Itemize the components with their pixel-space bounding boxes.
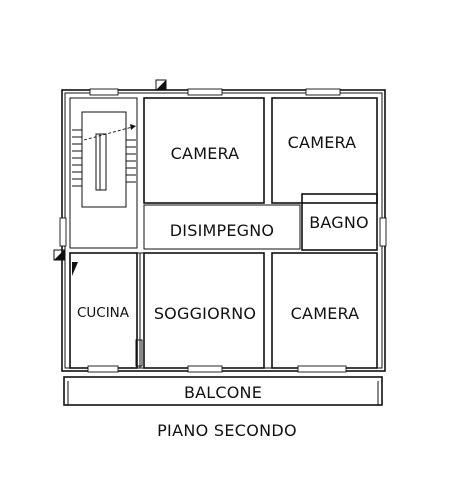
label-balcone: BALCONE <box>184 383 262 402</box>
label-camera-top-right: CAMERA <box>288 133 357 152</box>
balcony <box>63 376 383 406</box>
label-bagno: BAGNO <box>309 213 369 232</box>
label-disimpegno: DISIMPEGNO <box>170 221 274 240</box>
label-cucina: CUCINA <box>77 305 130 321</box>
section-marker-top <box>155 79 167 91</box>
room-disimpegno-outline <box>143 204 301 250</box>
room-camera-top-left-outline <box>143 97 265 204</box>
label-camera-top-left: CAMERA <box>171 144 240 163</box>
room-bagno-outline <box>301 193 378 251</box>
windows <box>59 88 387 373</box>
label-camera-bottom-right: CAMERA <box>291 304 360 323</box>
room-camera-top-right-outline <box>271 97 378 204</box>
label-soggiorno: SOGGIORNO <box>154 304 256 323</box>
stairwell <box>69 97 138 276</box>
plan-caption: PIANO SECONDO <box>157 421 297 440</box>
